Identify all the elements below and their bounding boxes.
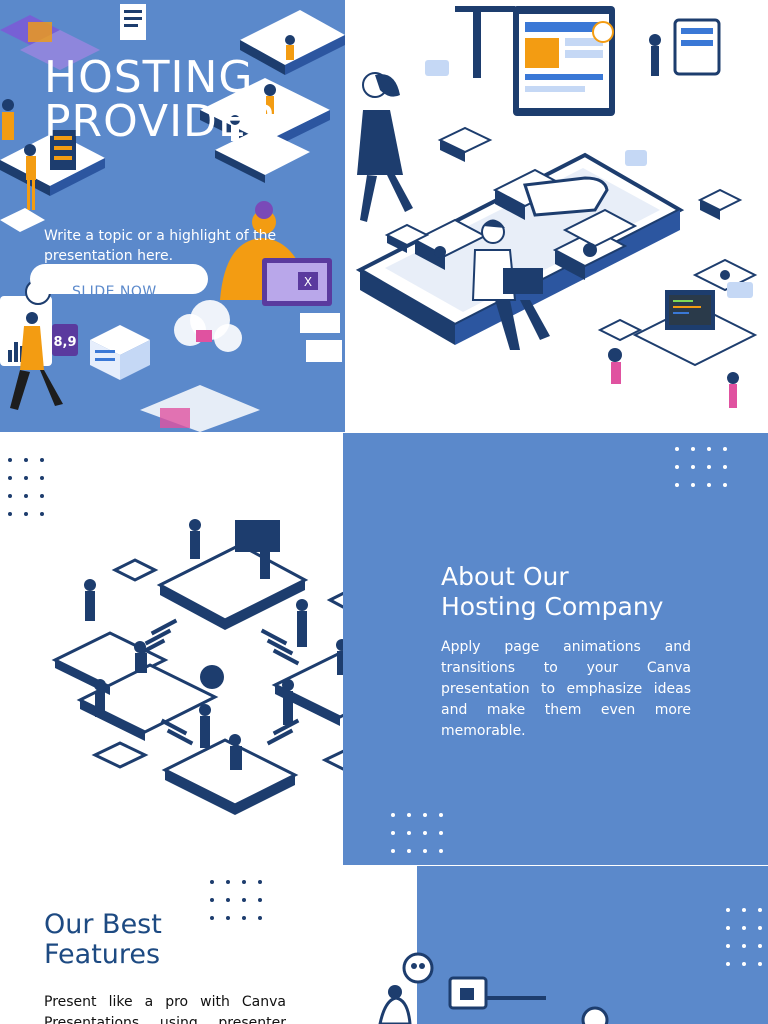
hero-left-illustration: X 8,9 [0,4,345,432]
features-title: Our Best Features [44,909,162,970]
walking-woman-illustration [357,72,413,222]
hero-illustration-panel [345,0,768,432]
decorative-dots-about-top [675,447,727,487]
isometric-phone-platform [355,152,685,345]
decorative-dots-features-right [726,908,762,966]
server-cloud-illustration [90,300,342,432]
chart-icon [460,988,474,1000]
decorative-dots-left [8,458,44,516]
about-section-panel [343,433,768,865]
decorative-dots-features [210,880,262,920]
hand-cursor-icon [522,176,609,217]
slide-now-button[interactable]: SLIDE NOW [30,264,208,294]
man-with-laptop-illustration [471,219,550,350]
isometric-team-illustration [0,15,105,232]
features-body: Present like a pro with Canva Presentati… [44,994,286,1024]
platform-illustration [355,6,758,408]
hero-title: HOSTING PROVIDER [44,52,279,147]
features-illustration [378,952,609,1024]
about-body: Apply page animations and transitions to… [441,639,691,739]
isometric-office-illustration [120,4,345,183]
cloud-icon [592,21,614,43]
about-title: About Our Hosting Company [441,562,664,621]
hero-subtitle: Write a topic or a highlight of the pres… [44,228,277,264]
server-room-illustration [608,18,758,408]
server-icon [720,270,730,280]
woman-with-laptop-illustration: X [220,201,332,306]
hero-section: X 8,9 [0,0,345,432]
floating-cubes [384,60,753,342]
chart-value-label: 8,9 [53,335,76,350]
chart-presenter-illustration: 8,9 [0,279,78,410]
laptop-icon: X [304,275,312,289]
decorative-dots-about-bottom [391,813,443,853]
gear-icon [583,243,597,257]
web-dashboard-illustration [455,6,615,116]
